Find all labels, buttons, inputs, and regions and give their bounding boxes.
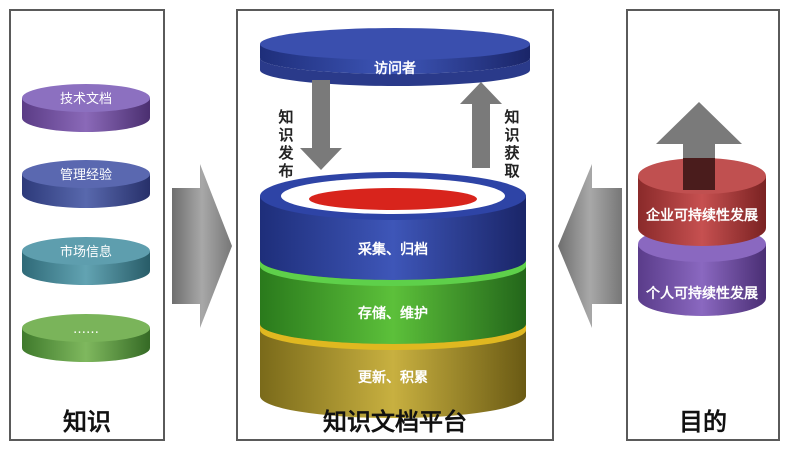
enterprise-development-disk: 企业可持续性发展 [638, 158, 766, 246]
right-disk-label: 企业可持续性发展 [645, 207, 758, 224]
arrow-left-icon [558, 164, 622, 328]
knowledge-panel [9, 9, 165, 441]
layer-label: 更新、积累 [358, 369, 428, 386]
left-disk-2: 管理经验 [22, 160, 150, 208]
left-item-label: 管理经验 [60, 167, 112, 183]
visitor-disk: 访问者 [260, 28, 530, 86]
acquire-label: 知 识 获 取 [504, 108, 520, 180]
acquire-char: 识 [504, 126, 519, 144]
left-disk-1: 技术文档 [22, 84, 150, 132]
platform-caption: 知识文档平台 [323, 408, 467, 436]
left-item-label: …… [73, 322, 99, 337]
arrow-right-icon [172, 164, 232, 328]
acquire-char: 取 [504, 162, 520, 180]
acquire-char: 知 [504, 108, 519, 126]
left-disk-4: …… [22, 314, 150, 362]
publish-label: 知 识 发 布 [277, 108, 294, 180]
publish-char: 发 [277, 144, 294, 162]
publish-char: 知 [278, 108, 293, 126]
arrow-down-icon [300, 80, 342, 170]
publish-char: 识 [278, 126, 293, 144]
goal-caption: 目的 [679, 408, 727, 436]
left-item-label: 市场信息 [60, 244, 112, 260]
knowledge-caption: 知识 [63, 408, 111, 436]
acquire-char: 获 [504, 144, 519, 162]
left-disk-3: 市场信息 [22, 237, 150, 285]
layer-collect: 采集、归档 [260, 172, 526, 286]
visitor-label: 访问者 [374, 60, 416, 77]
arrow-up-icon [460, 82, 502, 168]
publish-char: 布 [278, 162, 293, 180]
left-item-label: 技术文档 [60, 92, 112, 107]
right-disk-label: 个人可持续性发展 [645, 285, 758, 302]
layer-label: 存储、维护 [358, 305, 428, 322]
layer-label: 采集、归档 [357, 241, 428, 258]
arrow-up-icon [656, 102, 742, 176]
